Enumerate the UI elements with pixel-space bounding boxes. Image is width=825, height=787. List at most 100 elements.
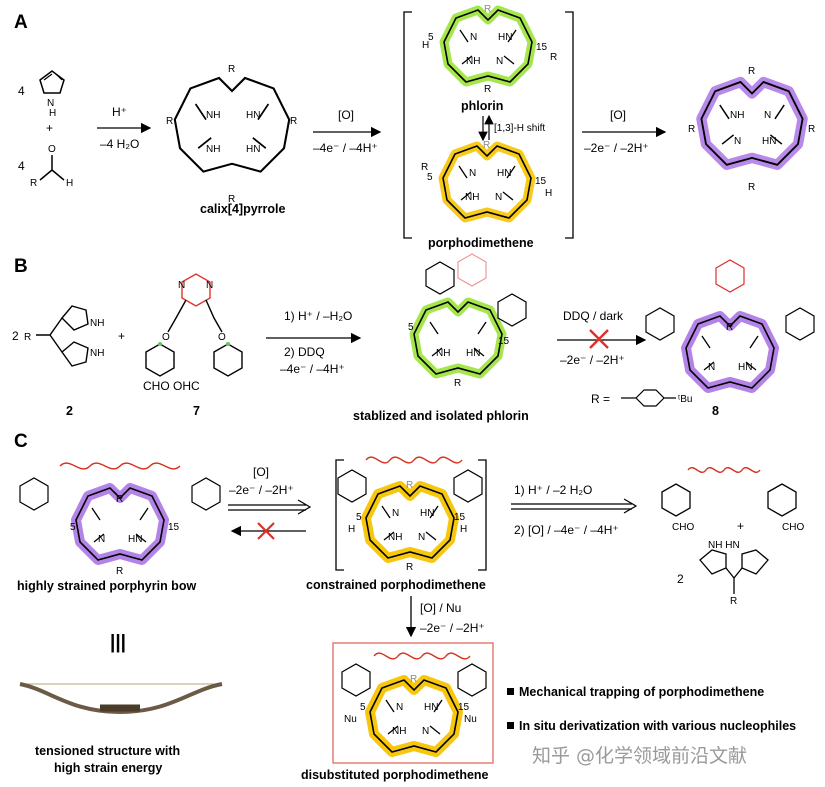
svg-text:15: 15 [535, 176, 547, 187]
svg-text:HN: HN [466, 348, 480, 359]
dipyrromethane-product-structure: NH HN R [699, 540, 769, 607]
panel-label-a: A [14, 12, 28, 33]
porphyrin-bow-caption: highly strained porphyrin bow [17, 579, 196, 593]
svg-text:R: R [406, 562, 413, 573]
svg-text:R: R [748, 182, 755, 193]
svg-text:HN: HN [420, 508, 434, 519]
plus-c: + [737, 519, 744, 533]
constrained-porphodimethene-caption: constrained porphodimethene [306, 578, 486, 592]
bullet-1-icon [507, 688, 514, 695]
svg-text:N: N [206, 280, 213, 291]
svg-text:H: H [422, 40, 429, 51]
svg-text:–2e⁻ / –2H⁺: –2e⁻ / –2H⁺ [420, 621, 485, 635]
panel-label-c: C [14, 431, 28, 452]
stabilized-phlorin-caption: stablized and isolated phlorin [353, 409, 529, 423]
dipyrromethane-coefficient: 2 [12, 329, 19, 343]
porphodimethene-label: porphodimethene [428, 236, 534, 250]
equivalence-symbol: ||| [110, 632, 126, 653]
svg-text:R: R [116, 566, 123, 577]
svg-text:15: 15 [498, 336, 510, 347]
svg-text:O: O [218, 332, 226, 343]
svg-text:R: R [290, 116, 297, 127]
svg-text:15: 15 [168, 522, 180, 533]
svg-text:NH: NH [392, 726, 406, 737]
svg-text:NH: NH [90, 348, 104, 359]
svg-text:N: N [392, 508, 399, 519]
panel-label-b: B [14, 256, 28, 277]
svg-text:H⁺: H⁺ [112, 105, 127, 119]
svg-text:HN: HN [498, 32, 512, 43]
svg-text:Nu: Nu [464, 714, 477, 725]
bow-image [19, 682, 223, 715]
svg-text:–2e⁻ / –2H⁺: –2e⁻ / –2H⁺ [584, 141, 649, 155]
svg-text:O: O [48, 144, 56, 155]
svg-text:N: N [470, 32, 477, 43]
svg-text:HN: HN [497, 168, 511, 179]
arrow-step1: H⁺ –4 H₂O [97, 105, 152, 151]
svg-text:N: N [396, 702, 403, 713]
svg-text:5: 5 [427, 172, 433, 183]
r-group-definition: R = ᵗBu [591, 389, 692, 407]
arrow-step2: [O] –4e⁻ / –4H⁺ [313, 108, 382, 155]
svg-text:H: H [460, 524, 467, 535]
watermark: 知乎 @化学领域前沿文献 [532, 745, 747, 767]
svg-text:R: R [483, 140, 490, 151]
svg-text:1) H⁺ / –2 H₂O: 1) H⁺ / –2 H₂O [514, 483, 592, 497]
compound-8-label: 8 [712, 404, 719, 418]
tension-caption-2: high strain energy [54, 761, 162, 775]
svg-text:CHO: CHO [672, 522, 694, 533]
bracket-a [403, 11, 574, 239]
svg-text:R: R [454, 378, 461, 389]
compound-7-label: 7 [193, 404, 200, 418]
svg-text:R: R [406, 480, 413, 491]
svg-text:N: N [422, 726, 429, 737]
svg-text:15: 15 [454, 512, 466, 523]
svg-text:R: R [30, 178, 37, 189]
svg-text:–4e⁻ / –4H⁺: –4e⁻ / –4H⁺ [313, 141, 378, 155]
svg-text:R: R [421, 162, 428, 173]
svg-text:R: R [484, 84, 491, 95]
svg-text:H: H [545, 188, 552, 199]
svg-text:R: R [730, 596, 737, 607]
svg-text:[O] / Nu: [O] / Nu [420, 601, 461, 615]
svg-text:HN: HN [762, 136, 776, 147]
phlorin-label: phlorin [461, 99, 503, 113]
arrow-b1: 1) H⁺ / –H₂O 2) DDQ –4e⁻ / –4H⁺ [266, 309, 362, 376]
svg-text:[1,3]-H shift: [1,3]-H shift [494, 123, 545, 134]
svg-text:5: 5 [70, 522, 76, 533]
bracket-c [335, 459, 487, 571]
svg-text:R: R [166, 116, 173, 127]
dipyrromethane-coefficient-c: 2 [677, 572, 684, 586]
svg-text:R: R [228, 194, 235, 205]
svg-text:[O]: [O] [253, 465, 269, 479]
svg-text:ᵗBu: ᵗBu [678, 394, 692, 405]
svg-text:–2e⁻ / –2H⁺: –2e⁻ / –2H⁺ [560, 353, 625, 367]
blocked-arrow-b: DDQ / dark –2e⁻ / –2H⁺ [557, 309, 647, 367]
svg-text:HN: HN [246, 144, 260, 155]
aldehyde-coefficient: 4 [18, 159, 25, 173]
svg-text:R: R [410, 674, 417, 685]
svg-text:N: N [496, 56, 503, 67]
svg-text:NH: NH [206, 144, 220, 155]
bullet-2-icon [507, 722, 514, 729]
svg-text:NH: NH [90, 318, 104, 329]
svg-text:5: 5 [356, 512, 362, 523]
svg-text:N: N [418, 532, 425, 543]
reverse-blocked-cross-icon [257, 522, 275, 540]
svg-text:R: R [808, 124, 815, 135]
cho-ohc-label: CHO OHC [143, 379, 200, 393]
svg-text:H: H [49, 108, 56, 119]
svg-text:[O]: [O] [338, 108, 354, 122]
svg-text:N: N [178, 280, 185, 291]
plus-a: + [46, 121, 53, 135]
svg-text:N: N [98, 534, 105, 545]
svg-text:N: N [495, 192, 502, 203]
svg-text:N: N [764, 110, 771, 121]
